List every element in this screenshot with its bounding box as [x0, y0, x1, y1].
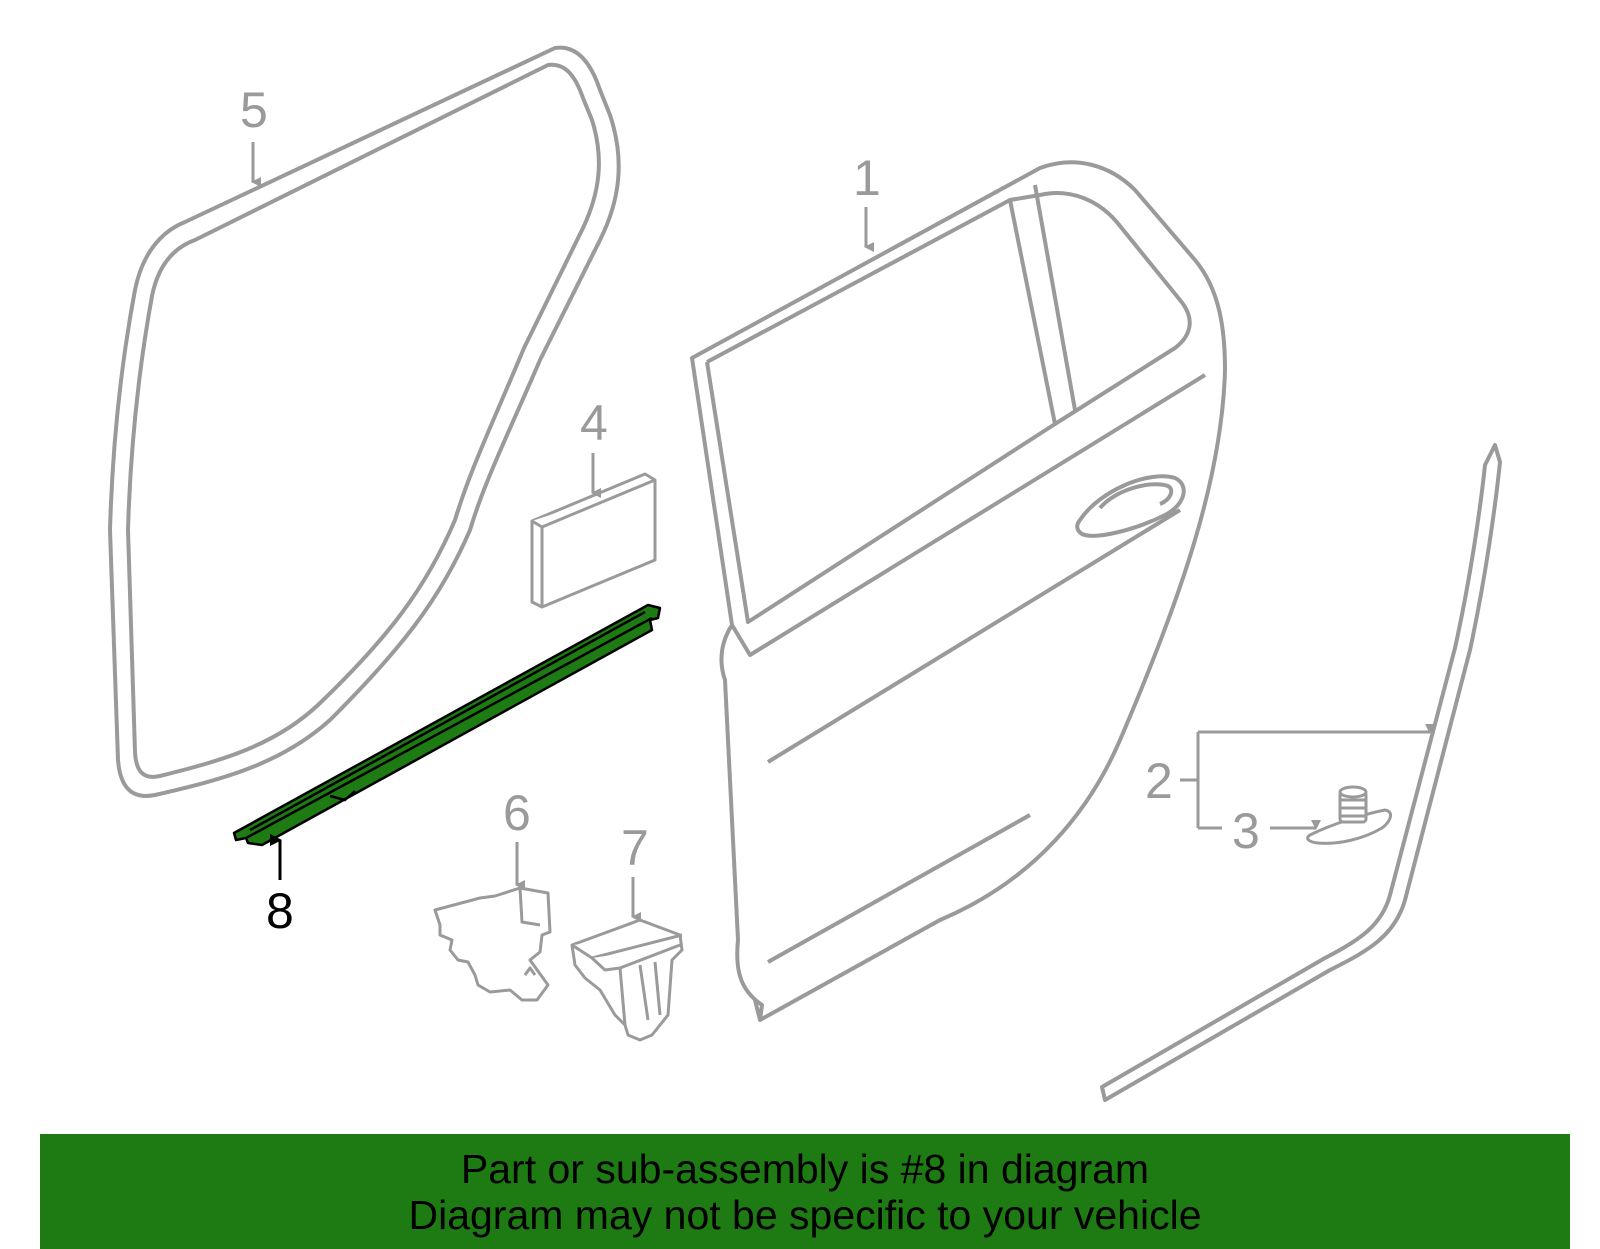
banner-line-1: Part or sub-assembly is #8 in diagram: [460, 1146, 1150, 1192]
callout-5: 5: [240, 82, 268, 138]
callout-arrows: [251, 142, 1435, 922]
part-2-body-weatherstrip: [1100, 443, 1502, 1102]
part-3-clip: [1306, 785, 1393, 845]
part-4-trim-pad: [530, 472, 657, 609]
part-5-door-seal: [108, 45, 621, 798]
part-7-holder: [570, 918, 684, 1042]
info-banner: Part or sub-assembly is #8 in diagram Di…: [40, 1134, 1570, 1249]
callout-8: 8: [266, 883, 294, 939]
callout-2: 2: [1145, 753, 1173, 809]
callout-4: 4: [580, 395, 608, 451]
banner-line-2: Diagram may not be specific to your vehi…: [408, 1192, 1202, 1238]
part-1-door-shell: [690, 160, 1227, 1022]
part-6-bracket: [433, 886, 552, 1002]
callout-6: 6: [503, 785, 531, 841]
part-8-belt-molding: [232, 603, 662, 847]
callout-7: 7: [621, 820, 649, 876]
callout-1: 1: [853, 150, 881, 206]
callout-3: 3: [1232, 803, 1260, 859]
